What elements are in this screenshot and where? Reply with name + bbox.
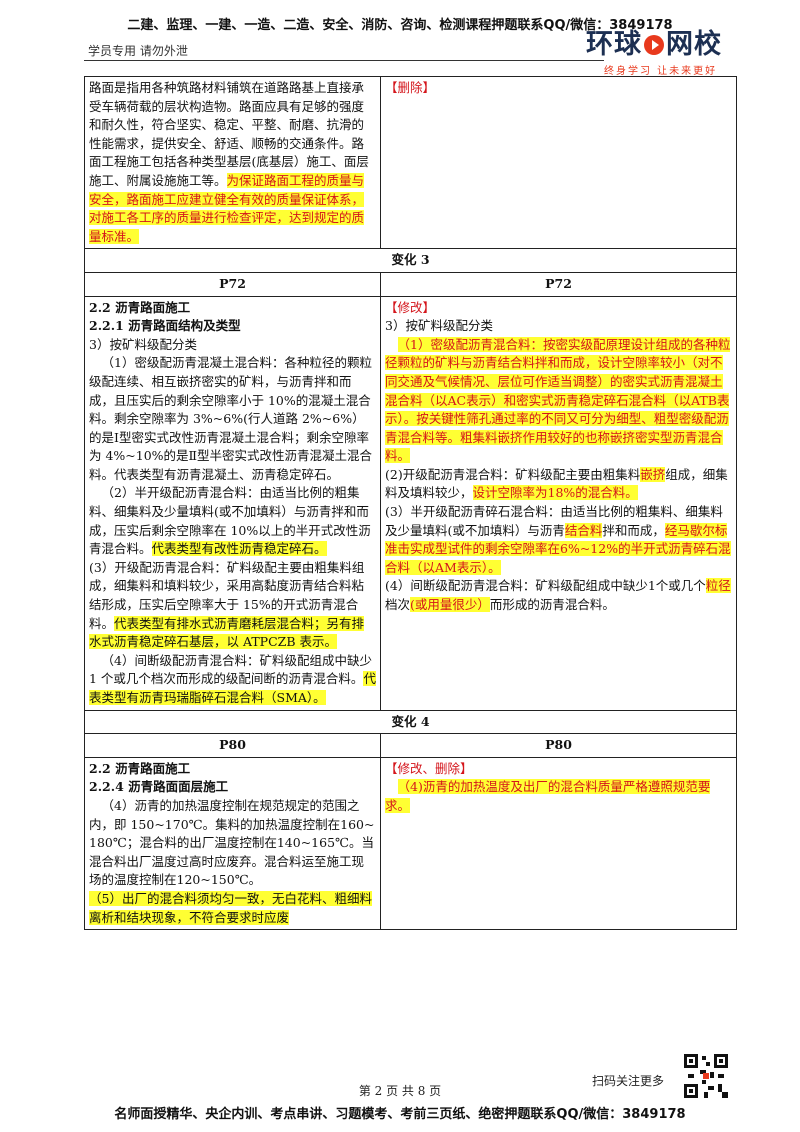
table-row: 变化 4 (84, 709, 737, 735)
highlight-run: （5）出厂的混合料须均匀一致，无白花料、粗细料离析和结块现象，不符合要求时应废 (89, 890, 372, 925)
play-icon (644, 35, 664, 55)
logo-text-a: 环球 (586, 29, 642, 60)
top-banner: 二建、监理、一建、一造、二造、安全、消防、咨询、检测课程押题联系QQ/微信：38… (127, 18, 673, 33)
logo-wordmark: 环球 网校 (586, 30, 736, 60)
table-row: 路面是指用各种筑路材料铺筑在道路路基上直接承受车辆荷载的层状构造物。路面应具有足… (84, 75, 737, 250)
paragraph-heating-temp: （4）沥青的加热温度控制在规范规定的范围之内，即 150~170℃。集料的加热温… (89, 797, 375, 888)
change3-right-page: P72 (380, 271, 737, 297)
highlight-run: 结合料 (564, 522, 603, 538)
text-run: 档次 (385, 597, 411, 613)
modify-delete-tag: 【修改、删除】 (385, 760, 473, 776)
text-run: 而形成的沥青混合料。 (489, 597, 615, 613)
header-divider (84, 60, 604, 61)
highlight-run: 粒径 (705, 578, 731, 594)
change4-title: 变化 4 (84, 709, 737, 735)
section-heading: 2.2 沥青路面施工 (89, 760, 191, 776)
paragraph-open-graded: (2)开级配沥青混合料：矿料级配主要由粗集料嵌挤组成，细集料及填料较少，设计空隙… (385, 466, 732, 503)
change4-left-cell: 2.2 沥青路面施工 2.2.4 沥青路面面层施工 （4）沥青的加热温度控制在规… (84, 756, 381, 931)
student-note: 学员专用 请勿外泄 (88, 44, 188, 58)
text-run: 组成，细集料及填料较少， (385, 466, 728, 501)
paragraph-gap-graded: (4）间断级配沥青混合料：矿料级配组成中缺少1个或几个粒径档次(或用量很少）而形… (385, 577, 732, 614)
paragraph-semi-open-graded: (3）半开级配沥青碎石混合料：由适当比例的粗集料、细集料及少量填料(或不加填料）… (385, 503, 732, 577)
section1-text: 路面是指用各种筑路材料铺筑在道路路基上直接承受车辆荷载的层状构造物。路面应具有足… (89, 80, 369, 188)
text-run: (3）半开级配沥青碎石混合料：由适当比例的粗集料、细集料及少量填料(或不加填料）… (385, 504, 723, 538)
text-run: (2)开级配沥青混合料：矿料级配主要由粗集料 (385, 466, 641, 482)
paragraph-mixture-quality: （5）出厂的混合料须均匀一致，无白花料、粗细料离析和结块现象，不符合要求时应废 (89, 890, 376, 927)
change3-right-cell: 【修改】 3）按矿料级配分类 （1）密级配沥青混合料：按密实级配原理设计组成的各… (380, 295, 737, 711)
table-row: P80 P80 (84, 733, 737, 758)
classification-heading: 3）按矿料级配分类 (385, 318, 493, 334)
text-run: （4）间断级配沥青混合料：矿料级配组成中缺少 1 个或几个档次而形成的级配间断的… (89, 652, 372, 687)
subsection-heading: 2.2.1 沥青路面结构及类型 (89, 318, 241, 334)
change4-right-page: P80 (380, 733, 737, 758)
change3-title: 变化 3 (84, 248, 737, 273)
highlight-run: 代表类型有改性沥青稳定碎石。 (151, 541, 327, 557)
table-row: 2.2 沥青路面施工 2.2.4 沥青路面面层施工 （4）沥青的加热温度控制在规… (84, 756, 737, 931)
qr-code-icon (682, 1052, 730, 1100)
classification-heading: 3）按矿料级配分类 (89, 336, 197, 352)
text-run: （2）半开级配沥青混合料：由适当比例的粗集料、细集料及少量填料(或不加填料）与沥… (89, 485, 371, 557)
table-row: P72 P72 (84, 271, 737, 297)
text-run: (4）间断级配沥青混合料：矿料级配组成中缺少1个或几个 (385, 578, 706, 594)
paragraph-dense-graded: （1）密级配沥青混凝土混合料：各种粒径的颗粒级配连续、相互嵌挤密实的矿料，与沥青… (89, 355, 373, 482)
brand-logo: 环球 网校 终身学习 让未来更好 (586, 30, 736, 78)
section1-right-cell: 【删除】 (380, 75, 737, 250)
paragraph-semi-open-graded: （2）半开级配沥青混合料：由适当比例的粗集料、细集料及少量填料(或不加填料）与沥… (89, 484, 376, 558)
paragraph-dense-graded: （1）密级配沥青混合料：按密实级配原理设计组成的各种粒径颗粒的矿料与沥青结合料拌… (385, 336, 732, 466)
paragraph-gap-graded: （4）间断级配沥青混合料：矿料级配组成中缺少 1 个或几个档次而形成的级配间断的… (89, 652, 376, 708)
section-heading: 2.2 沥青路面施工 (89, 299, 191, 315)
comparison-table: 路面是指用各种筑路材料铺筑在道路路基上直接承受车辆荷载的层状构造物。路面应具有足… (84, 75, 737, 931)
text-run: 拌和而成， (602, 522, 665, 538)
modify-tag: 【修改】 (385, 299, 436, 315)
logo-slogan: 终身学习 让未来更好 (604, 66, 718, 77)
paragraph-heating-temp: （4)沥青的加热温度及出厂的混合料质量严格遵照规范要求。 (385, 778, 732, 815)
change4-left-page: P80 (84, 733, 381, 758)
table-row: 2.2 沥青路面施工 2.2.1 沥青路面结构及类型 3）按矿料级配分类 （1）… (84, 295, 737, 711)
change3-left-cell: 2.2 沥青路面施工 2.2.1 沥青路面结构及类型 3）按矿料级配分类 （1）… (84, 295, 381, 711)
highlight-run: (或用量很少） (410, 597, 490, 613)
section1-left-cell: 路面是指用各种筑路材料铺筑在道路路基上直接承受车辆荷载的层状构造物。路面应具有足… (84, 75, 381, 250)
change4-right-cell: 【修改、删除】 （4)沥青的加热温度及出厂的混合料质量严格遵照规范要求。 (380, 756, 737, 931)
highlight-run: 设计空隙率为18%的混合料。 (472, 485, 638, 501)
subsection-heading: 2.2.4 沥青路面面层施工 (89, 779, 229, 795)
text-run: (3）开级配沥青混合料：矿料级配主要由粗集料组成，细集料和填料较少，采用高黏度沥… (89, 559, 365, 631)
logo-text-b: 网校 (666, 29, 722, 60)
bottom-banner: 名师面授精华、央企内训、考点串讲、习题模考、考前三页纸、绝密押题联系QQ/微信：… (114, 1107, 686, 1122)
table-row: 变化 3 (84, 248, 737, 273)
highlight-run: （1）密级配沥青混合料：按密实级配原理设计组成的各种粒径颗粒的矿料与沥青结合料拌… (385, 336, 731, 464)
scan-prompt: 扫码关注更多 (592, 1074, 665, 1088)
highlight-run: （4)沥青的加热温度及出厂的混合料质量严格遵照规范要求。 (385, 779, 711, 813)
highlight-run: 嵌挤 (640, 466, 666, 482)
highlight-run: 代表类型有排水式沥青磨耗层混合料；另有排水式沥青稳定碎石基层，以 ATPCZB … (89, 615, 365, 650)
paragraph-open-graded: (3）开级配沥青混合料：矿料级配主要由粗集料组成，细集料和填料较少，采用高黏度沥… (89, 559, 376, 652)
page-number: 第 2 页 共 8 页 (358, 1084, 442, 1098)
change3-left-page: P72 (84, 271, 381, 297)
delete-tag: 【删除】 (385, 80, 436, 95)
